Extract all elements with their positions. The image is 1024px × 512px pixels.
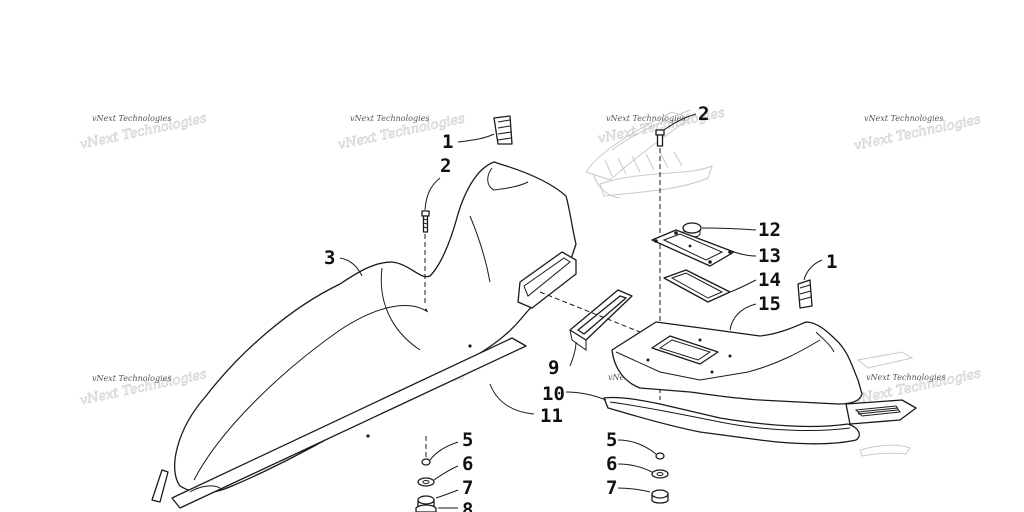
watermark-text: vNext Technologies	[606, 114, 685, 123]
ghost-parts-right	[856, 351, 914, 457]
callout-right-14: 14	[758, 269, 781, 291]
watermark-text: vNext Technologies	[864, 114, 943, 123]
callout-mid-11: 11	[540, 405, 563, 427]
callout-mid-10: 10	[542, 383, 565, 405]
callout-right-7: 7	[606, 477, 617, 499]
callout-left-6: 6	[462, 453, 473, 475]
callout-left-5: 5	[462, 429, 473, 451]
callout-left-2: 2	[440, 155, 451, 177]
watermark-top-left: vNext Technologies vNext Technologies	[78, 110, 209, 152]
right-mount-plate	[651, 229, 735, 267]
left-hardware-stack	[415, 458, 437, 512]
callout-left-8: 8	[462, 499, 473, 512]
chassis-ghost-outline	[585, 109, 713, 199]
right-lower-trim	[603, 396, 917, 445]
callout-mid-9: 9	[548, 357, 559, 379]
callout-right-13: 13	[758, 245, 781, 267]
callout-left-1: 1	[442, 131, 453, 153]
callout-right-1: 1	[826, 251, 837, 273]
left-screw	[421, 210, 430, 233]
callout-labels: 1 2 3 5 6 7 8 9 10 11 2 12 13 14 15 1 5 …	[324, 103, 837, 512]
right-top-screw	[655, 129, 665, 147]
callout-right-5: 5	[606, 429, 617, 451]
right-hardware-stack	[651, 452, 669, 504]
callout-top-2: 2	[698, 103, 709, 125]
right-frame-gasket	[663, 269, 731, 303]
watermark-text: vNext Technologies	[92, 114, 171, 123]
watermark-top-right: vNext Technologies vNext Technologies	[852, 112, 983, 154]
right-rubber-pad	[797, 279, 813, 309]
callout-left-7: 7	[462, 477, 473, 499]
watermark-text: vNext Technologies	[92, 374, 171, 383]
left-rubber-pad	[493, 115, 513, 145]
callout-right-12: 12	[758, 219, 781, 241]
callout-right-6: 6	[606, 453, 617, 475]
right-body-panel	[611, 321, 863, 405]
leader-lines	[339, 113, 823, 509]
watermark-bottom-left: vNext Technologies vNext Technologies	[78, 366, 209, 408]
intake-seal-gasket	[569, 289, 633, 351]
watermark-text: vNext Technologies	[866, 373, 945, 382]
callout-right-15: 15	[758, 293, 781, 315]
callout-left-3: 3	[324, 247, 335, 269]
left-body-panel	[151, 161, 577, 509]
watermark-text: vNext Technologies	[350, 114, 429, 123]
watermark-bottom-right: vNext Technologies vNext Technologies	[852, 366, 983, 408]
